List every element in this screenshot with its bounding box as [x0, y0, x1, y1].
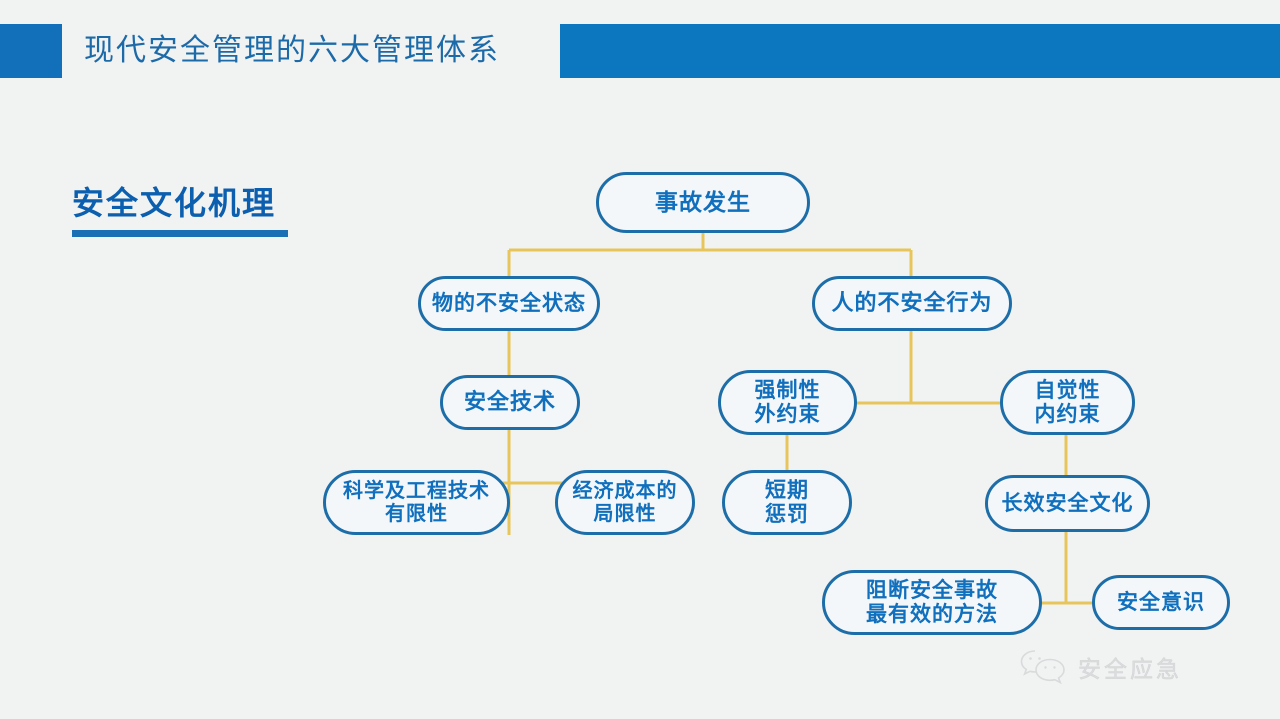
node-safety-culture[interactable]: 长效安全文化 [985, 475, 1150, 532]
watermark: 安全应急 [1020, 648, 1182, 686]
node-short-penalty-label: 短期 惩罚 [765, 478, 809, 526]
header-right-accent-band [560, 24, 1280, 78]
header-bar: 现代安全管理的六大管理体系 [0, 0, 1280, 102]
node-safety-culture-label: 长效安全文化 [1001, 491, 1134, 515]
node-accident-label: 事故发生 [655, 188, 751, 215]
node-accident[interactable]: 事故发生 [596, 172, 810, 233]
node-internal-constraint[interactable]: 自觉性 内约束 [1000, 370, 1135, 435]
node-short-penalty[interactable]: 短期 惩罚 [722, 470, 852, 535]
page-title: 现代安全管理的六大管理体系 [84, 34, 500, 67]
node-tech-limit[interactable]: 科学及工程技术 有限性 [323, 470, 510, 535]
node-external-constraint-label: 强制性 外约束 [754, 378, 821, 426]
node-best-method[interactable]: 阻断安全事故 最有效的方法 [822, 570, 1042, 635]
node-cost-limit-label: 经济成本的 局限性 [572, 480, 678, 525]
node-safety-tech[interactable]: 安全技术 [440, 375, 580, 430]
node-best-method-label: 阻断安全事故 最有效的方法 [866, 578, 998, 626]
node-tech-limit-label: 科学及工程技术 有限性 [343, 480, 490, 525]
section-heading-underline [72, 230, 288, 237]
watermark-text: 安全应急 [1078, 656, 1182, 683]
node-external-constraint[interactable]: 强制性 外约束 [718, 370, 857, 435]
header-left-accent-block [0, 24, 62, 78]
node-safety-tech-label: 安全技术 [463, 389, 556, 415]
node-unsafe-behavior-label: 人的不安全行为 [831, 290, 993, 316]
node-unsafe-state[interactable]: 物的不安全状态 [418, 276, 600, 331]
node-internal-constraint-label: 自觉性 内约束 [1034, 378, 1101, 426]
section-heading: 安全文化机理 [72, 185, 277, 221]
node-safety-awareness[interactable]: 安全意识 [1092, 575, 1230, 630]
node-safety-awareness-label: 安全意识 [1117, 590, 1205, 614]
wechat-icon [1020, 650, 1065, 685]
node-cost-limit[interactable]: 经济成本的 局限性 [555, 470, 695, 535]
node-unsafe-state-label: 物的不安全状态 [432, 291, 586, 315]
node-unsafe-behavior[interactable]: 人的不安全行为 [812, 276, 1012, 331]
